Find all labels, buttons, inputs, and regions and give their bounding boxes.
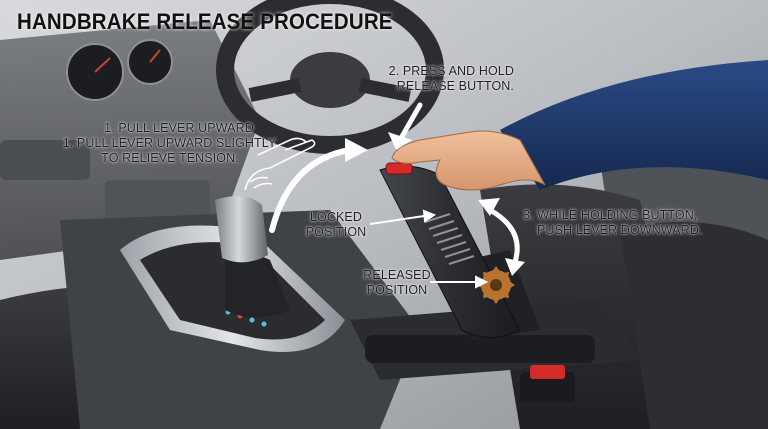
hand (391, 130, 546, 191)
step2-line2: RELEASE BUTTON. (396, 79, 514, 93)
step3-line2: PUSH LEVER DOWNWARD. (537, 223, 703, 237)
down-arrow-icon (388, 102, 423, 150)
gear-boot (225, 253, 290, 318)
gauge-cluster (66, 39, 173, 101)
step1-line1: 1. PULL LEVER UPWARD SLIGHTLY (62, 136, 277, 150)
cup-holder (365, 335, 595, 363)
air-vent (0, 140, 90, 180)
steering-wheel (216, 0, 444, 154)
seat-back (620, 222, 768, 429)
page-title: HANDBRAKE RELEASE PROCEDURE (17, 9, 393, 34)
step2-line1: 2. PRESS AND HOLD (388, 64, 514, 78)
seatbelt-buckle (520, 365, 575, 402)
release-button[interactable] (385, 162, 413, 175)
released-position-label-2: POSITION (366, 283, 428, 297)
double-arrow-icon (478, 198, 525, 276)
released-position-label-1: RELEASED (363, 268, 431, 282)
ratchet-spring (424, 213, 475, 265)
locked-position-label-1: LOCKED (309, 210, 362, 224)
pointer-arrow-icon (369, 209, 489, 289)
curved-arrow-icon (269, 138, 368, 233)
step1-heading: 1. PULL LEVER UPWARD (104, 121, 254, 135)
locked-position-label-2: POSITION (305, 225, 367, 239)
step3-line1: 3. WHILE HOLDING BUTTON, (523, 208, 698, 222)
ratchet-gear-icon (477, 266, 515, 304)
gear-knob (215, 196, 268, 263)
sleeve (500, 60, 768, 190)
hand-pull-icon (244, 137, 316, 191)
step1-line2: TO RELIEVE TENSION. (101, 151, 239, 165)
